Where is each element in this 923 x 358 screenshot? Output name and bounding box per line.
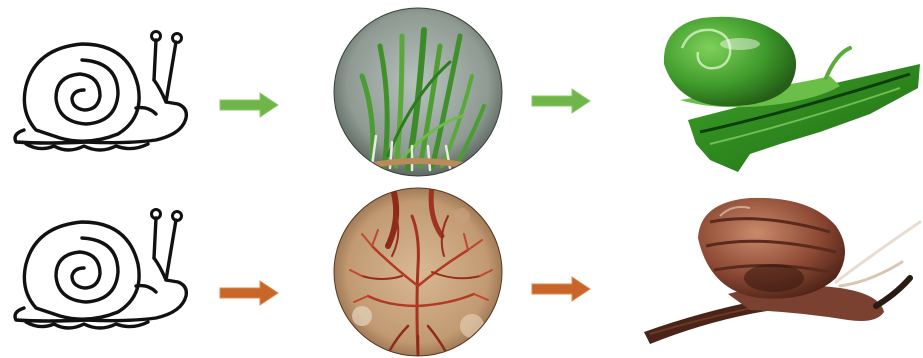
red-algae-image	[332, 186, 504, 358]
arrow-right-icon	[530, 276, 592, 302]
arrow-right-icon	[530, 88, 592, 114]
row-green-path	[0, 0, 923, 178]
row-red-path	[0, 178, 923, 356]
brown-snail-image	[640, 182, 923, 354]
outline-snail-icon	[6, 22, 196, 162]
green-snail-image	[640, 4, 923, 176]
arrow-right-icon	[218, 92, 280, 118]
green-algae-image	[332, 6, 504, 178]
arrow-right-icon	[218, 280, 280, 306]
outline-snail-icon	[6, 200, 196, 340]
